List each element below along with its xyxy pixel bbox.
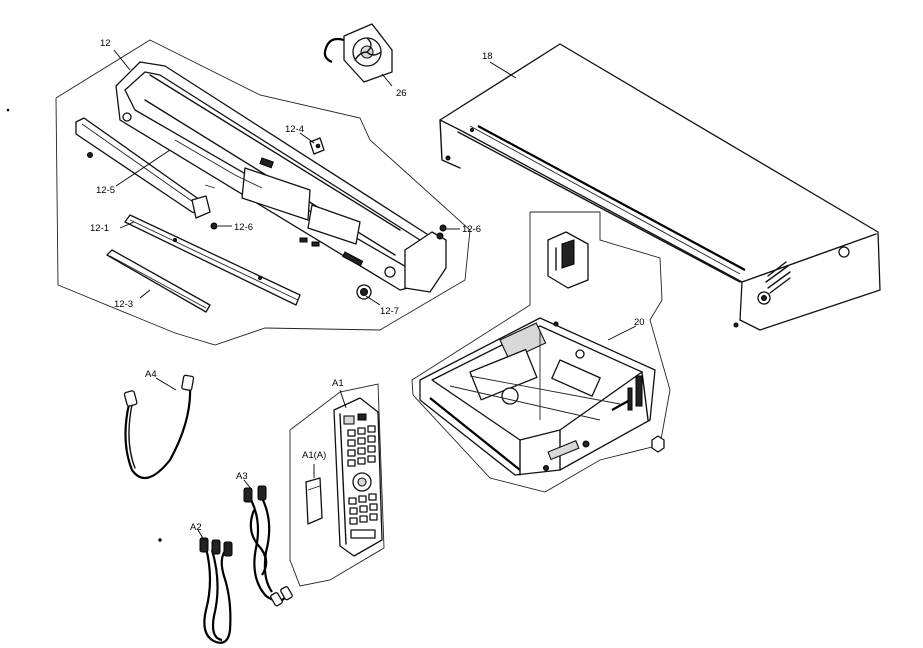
label-12-6-left: 12-6 xyxy=(234,222,253,233)
label-A4: A4 xyxy=(145,369,157,380)
battery-cover-part: A1(A) xyxy=(302,450,326,525)
label-A1A: A1(A) xyxy=(302,450,326,461)
av-cable-part: A2 xyxy=(190,522,233,644)
remote-group: A1 A1(A) xyxy=(289,378,385,587)
label-12-7: 12-7 xyxy=(380,306,399,317)
front-panel-group: 12 12-5 12-1 12-3 12-4 12-6 12-6 12-7 xyxy=(55,38,481,346)
dvd-mechanism-group: 20 xyxy=(411,211,671,493)
mechanism-small-part xyxy=(651,435,665,453)
label-12-5: 12-5 xyxy=(96,185,115,196)
label-A3: A3 xyxy=(236,471,248,482)
bracket-part xyxy=(309,137,325,155)
remote-buttons xyxy=(347,425,378,539)
label-12-6-right: 12-6 xyxy=(462,224,481,235)
rf-cable-part: A4 xyxy=(123,369,195,480)
cooling-fan-part: 26 xyxy=(323,23,407,99)
front-panel xyxy=(115,61,447,293)
screw-left-part xyxy=(210,222,218,230)
stray-dot xyxy=(6,108,10,112)
label-A1: A1 xyxy=(332,378,344,389)
label-A2: A2 xyxy=(190,522,202,533)
label-12: 12 xyxy=(100,38,111,49)
label-12-1: 12-1 xyxy=(90,223,109,234)
label-20: 20 xyxy=(634,317,645,328)
mechanism-bracket xyxy=(547,231,589,289)
cover-vent xyxy=(765,261,791,294)
display-window-part xyxy=(106,249,211,313)
screw-right-part xyxy=(439,224,447,232)
top-cover-part: 18 xyxy=(439,43,881,331)
audio-cable-part: A3 xyxy=(236,471,293,607)
label-26: 26 xyxy=(396,88,407,99)
upper-bezel-part xyxy=(75,117,211,219)
label-12-4: 12-4 xyxy=(285,124,304,135)
remote-control-part: A1 xyxy=(332,378,383,557)
stray-dot xyxy=(158,538,162,542)
label-12-3: 12-3 xyxy=(114,299,133,310)
dvd-mechanism-part xyxy=(419,317,656,476)
front-panel-group-outline xyxy=(55,39,471,346)
knob-part xyxy=(356,284,372,300)
door-panel-part xyxy=(124,214,301,306)
label-18: 18 xyxy=(482,51,493,62)
remote-group-outline xyxy=(289,383,385,587)
